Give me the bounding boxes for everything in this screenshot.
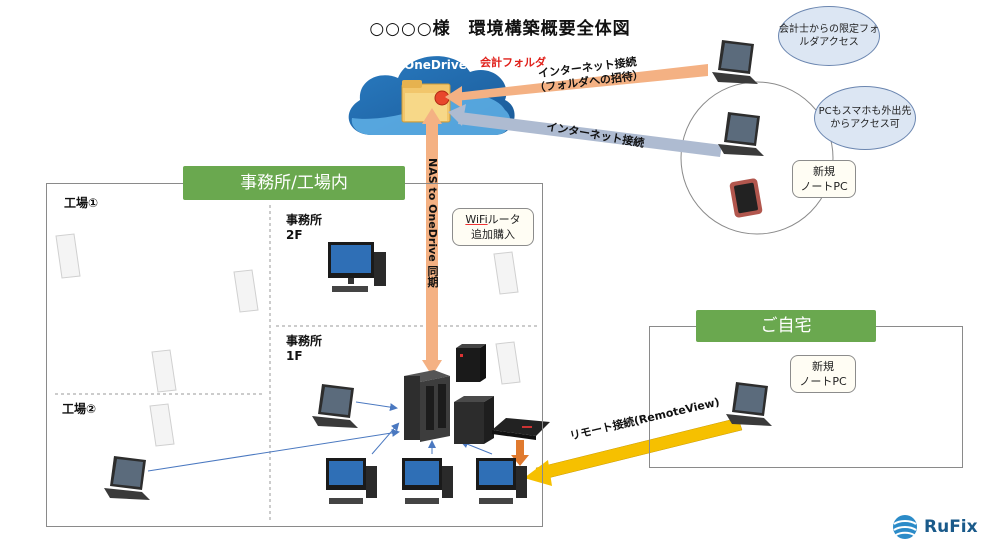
laptop-icon — [104, 456, 150, 500]
office2f-label: 事務所 2F — [286, 213, 322, 243]
factory2-label: 工場② — [62, 402, 97, 416]
onedrive-label: OneDrive — [404, 58, 467, 72]
callout-line: ノートPC — [799, 375, 847, 388]
home-frame — [649, 326, 963, 468]
page-title: ○○○○様 環境構築概要全体図 — [369, 19, 631, 39]
callout-line: ノートPC — [800, 180, 848, 193]
wifi-callout-line1: WiFiルータ — [465, 212, 520, 227]
globe-logo-icon — [893, 515, 917, 539]
office1f-line1: 事務所 — [286, 334, 323, 348]
office2f-line2: 2F — [286, 228, 303, 242]
folder-label: 会計フォルダ — [480, 56, 546, 69]
arrow-nas-sync — [426, 122, 438, 362]
wifi-word: WiFi — [465, 213, 488, 226]
laptop-icon — [726, 382, 772, 426]
office1f-line2: 1F — [286, 349, 303, 363]
wifi-access-point-icon — [55, 233, 521, 447]
laptop-icon — [718, 112, 764, 156]
router-word: ルータ — [487, 213, 521, 226]
mobile-access-bubble: PCもスマホも外出先からアクセス可 — [814, 86, 916, 150]
smartphone-icon — [729, 178, 763, 218]
laptop-icon — [712, 40, 758, 84]
callout-line: 新規 — [813, 165, 835, 178]
home-header: ご自宅 — [696, 310, 876, 342]
desktop-pc-icon — [326, 458, 377, 504]
desktop-pc-icon — [328, 242, 386, 292]
new-laptop-callout-mobile: 新規 ノートPC — [792, 160, 856, 198]
office1f-label: 事務所 1F — [286, 334, 322, 364]
accountant-access-bubble: 会計士からの限定フォルダアクセス — [778, 6, 880, 66]
office-factory-header: 事務所/工場内 — [183, 166, 405, 200]
ups-device-icon — [456, 344, 486, 382]
arrow-internet-plain — [458, 112, 722, 157]
arrow-internet-invite — [455, 64, 708, 101]
wifi-router-callout: WiFiルータ 追加購入 — [452, 208, 534, 246]
callout-line: 新規 — [812, 360, 834, 373]
rufix-logo: RuFix — [892, 514, 978, 540]
desktop-pc-icon — [402, 458, 453, 504]
external-hdd-icon — [454, 396, 494, 444]
office2f-line1: 事務所 — [286, 213, 323, 227]
wifi-callout-line2: 追加購入 — [471, 228, 515, 241]
desktop-pc-icon — [476, 458, 527, 504]
remote-device-icon — [492, 418, 550, 440]
laptop-icon — [312, 384, 358, 428]
logo-text: RuFix — [924, 517, 978, 537]
nas-server-icon — [404, 370, 450, 442]
factory1-label: 工場① — [64, 196, 99, 210]
new-laptop-callout-home: 新規 ノートPC — [790, 355, 856, 393]
nas-sync-text: NAS to OneDrive 同期 — [426, 158, 439, 288]
mobile-access-circle — [680, 81, 834, 235]
